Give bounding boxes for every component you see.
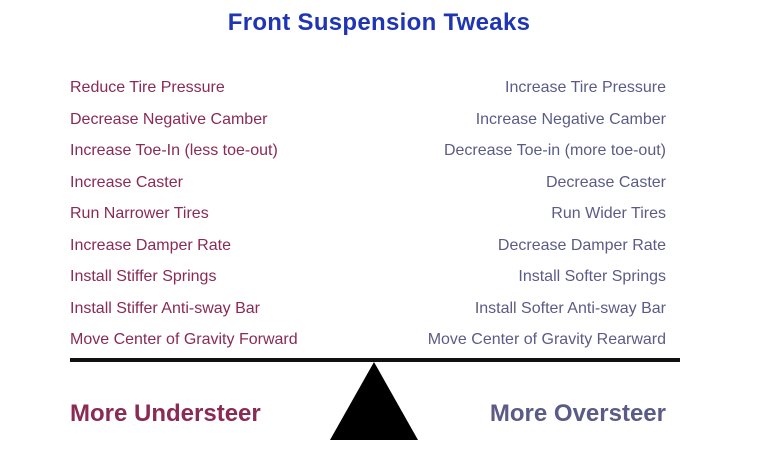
more-understeer-label: More Understeer (70, 400, 261, 427)
understeer-item: Move Center of Gravity Forward (70, 331, 298, 348)
oversteer-item: Decrease Damper Rate (497, 236, 666, 254)
understeer-item: Increase Toe-In (less toe-out) (70, 142, 278, 159)
oversteer-item: Decrease Caster (545, 173, 666, 191)
understeer-list: Reduce Tire Pressure Decrease Negative C… (70, 77, 298, 361)
oversteer-item: Install Softer Anti-sway Bar (474, 299, 666, 317)
seesaw-beam (70, 358, 680, 362)
more-oversteer-label: More Oversteer (489, 400, 666, 427)
oversteer-item: Decrease Toe-in (more toe-out) (443, 142, 666, 159)
understeer-item: Install Stiffer Springs (70, 268, 217, 285)
oversteer-item: Move Center of Gravity Rearward (427, 331, 666, 348)
page-title: Front Suspension Tweaks (227, 9, 531, 36)
understeer-item: Install Stiffer Anti-sway Bar (70, 299, 260, 317)
understeer-item: Decrease Negative Camber (70, 110, 268, 128)
understeer-item: Run Narrower Tires (70, 205, 209, 222)
understeer-item: Increase Damper Rate (70, 236, 231, 254)
oversteer-item: Run Wider Tires (551, 205, 666, 222)
understeer-item: Reduce Tire Pressure (70, 79, 225, 96)
oversteer-item: Increase Tire Pressure (505, 79, 666, 96)
oversteer-item: Increase Negative Camber (475, 110, 666, 128)
triangle-fulcrum-icon (330, 362, 418, 440)
understeer-item: Increase Caster (70, 173, 183, 191)
oversteer-item: Install Softer Springs (518, 268, 666, 285)
oversteer-list: Increase Tire Pressure Increase Negative… (428, 77, 666, 361)
